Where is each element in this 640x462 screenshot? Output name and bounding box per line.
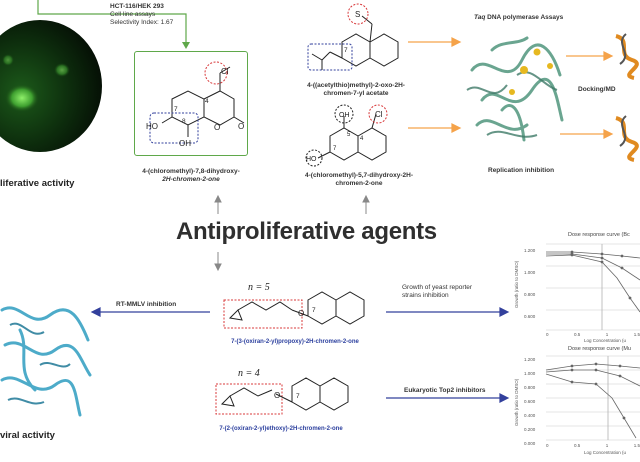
dose-response-chart-bottom: Dose response curve (Mu 1.200 1.000 0.80… [512,346,640,462]
compound-e-pos7: 7 [296,393,300,400]
compound-b-name-1: 4-((acetylthio)methyl)-2-oxo-2H- [307,82,405,89]
compound-a-ho: HO [146,122,158,131]
dna-docking-bottom [615,115,639,162]
chart-bottom-ytick: 0.200 [524,427,536,432]
chart-top-xtick: 1 [605,332,609,337]
compound-d-name: 7-(3-(oxiran-2-yl)propoxy)-2H-chromen-2-… [231,339,359,345]
taq-title: Taq DNA polymerase Assays [474,14,563,21]
compound-c-ho: HO [306,156,317,163]
left-top-activity-label: liferative activity [0,178,75,189]
rt-mmlv-protein [0,306,92,417]
compound-b-pos7: 7 [344,47,348,54]
main-title: Antiproliferative agents [176,218,437,245]
chart-top-title: Dose response curve (Bc [568,232,630,238]
chart-top-xlabel: Log Concentration (u [584,338,627,343]
compound-b-name-2: chromen-7-yl acetate [323,90,389,97]
compound-c-pos5: 5 [347,132,351,138]
compound-c-name-2: chromen-2-one [335,180,383,187]
assay-info: HCT-116/HEK 293 Cell line assays Selecti… [110,3,173,27]
yeast-label-1: Growth of yeast reporter [402,284,473,291]
chart-bottom-xlabel: Log Concentration (u [584,450,627,455]
dna-docking-top [615,33,639,80]
compound-e-n: n = 4 [238,368,260,379]
svg-text:O: O [298,309,304,318]
chart-bottom-title: Dose response curve (Mu [568,346,631,352]
chart-bottom-ytick: 0.600 [524,399,536,404]
compound-c-cl: Cl [375,110,383,119]
compound-c-pos7: 7 [333,146,337,152]
replication-label: Replication inhibition [488,167,555,174]
compound-a-box [134,51,248,156]
chart-bottom-ytick: 0.800 [524,385,536,390]
chart-top-yticks: 1.200 1.000 0.800 0.600 [524,240,535,328]
compound-a-pos4: 4 [205,98,209,105]
compound-c-name: 4-(chloromethyl)-5,7-dihydroxy-2H- chrom… [296,172,422,188]
chart-bottom-xtick: 1.5 [633,443,640,448]
yeast-label: Growth of yeast reporter strains inhibit… [402,284,472,300]
assay-line-1: HCT-116/HEK 293 [110,3,164,10]
compound-d-n: n = 5 [248,282,270,293]
svg-text:O: O [274,391,280,400]
chart-top-xtick: 0 [546,332,549,337]
green-connector [37,0,190,49]
chart-bottom-xticks: 0 0.5 1 1.5 [546,443,640,448]
compound-d-structure: O 7 n = 5 [223,282,365,329]
compound-a-pos7: 7 [174,106,178,113]
chart-bottom-ytick: 0.000 [524,441,536,446]
taq-polymerase-protein [466,36,564,142]
yeast-label-2: strains inhibition [402,292,449,299]
chart-bottom-ytick: 1.200 [524,357,536,362]
chart-bottom-ytick: 1.000 [524,371,536,376]
compound-a-pos8: 8 [182,118,186,125]
compound-d-pos7: 7 [312,307,316,314]
taq-title-rest: DNA polymerase Assays [485,14,564,21]
chart-top-ytick: 1.200 [524,248,536,253]
compound-a-name-2: 2H-chromen-2-one [162,176,220,183]
assay-line-2: Cell line assays [110,11,156,18]
compound-b-name: 4-((acetylthio)methyl)-2-oxo-2H- chromen… [296,82,416,98]
compound-e-structure: O 7 n = 4 [215,368,349,415]
compound-a-name: 4-(chloromethyl)-7,8-dihydroxy- 2H-chrom… [126,168,256,184]
chart-bottom-xtick: 0 [546,443,549,448]
chart-top-xticks: 0 0.5 1 1.5 [546,332,640,337]
left-bottom-activity-label: viral activity [0,430,55,441]
compound-a-structure: Cl 4 7 8 HO OH O O [146,61,245,148]
chart-bottom-ylabel: Growth (ratio to DMSO) [514,378,519,426]
compound-a-name-1: 4-(chloromethyl)-7,8-dihydroxy- [142,168,240,175]
compound-a-carbonyl-o: O [238,122,244,131]
docking-label: Docking/MD [578,86,616,93]
fluorescence-microscopy-image [0,20,102,152]
compound-a-cl: Cl [221,67,229,76]
dose-response-chart-top: Dose response curve (Bc 1.200 1.000 0.80… [512,232,640,343]
chart-top-xtick: 1.5 [633,332,640,337]
compound-a-ring-o: O [214,123,220,132]
chart-bottom-yticks: 1.200 1.000 0.800 0.600 0.400 0.200 0.00… [524,353,535,451]
chart-bottom-xtick: 1 [605,443,609,448]
compound-e-name: 7-(2-(oxiran-2-yl)ethoxy)-2H-chromen-2-o… [219,426,343,432]
compound-c-name-1: 4-(chloromethyl)-5,7-dihydroxy-2H- [305,172,413,179]
chart-top-ytick: 0.800 [524,292,536,297]
assay-line-3: Selectivity Index: 1.67 [110,19,174,26]
compound-c-structure: Cl OH HO 4 5 7 [305,104,388,167]
compound-c-oh: OH [339,112,350,119]
compound-b-structure: S 7 [307,3,399,71]
compound-b-s: S [355,10,360,19]
chart-bottom-xtick: 0.5 [573,443,581,448]
compound-a-oh: OH [179,139,191,148]
compound-c-pos4: 4 [360,136,364,142]
chart-bottom-ytick: 0.400 [524,413,536,418]
rt-label: RT-MMLV inhibition [116,301,177,308]
chart-top-ylabel: Growth (ratio to DMSO) [514,260,519,308]
taq-title-italic: Taq [474,14,486,21]
chart-top-xtick: 0.5 [573,332,581,337]
topo-label: Eukaryotic Top2 inhibitors [404,387,486,394]
chart-top-ytick: 0.600 [524,314,536,319]
chart-top-ytick: 1.000 [524,270,536,275]
